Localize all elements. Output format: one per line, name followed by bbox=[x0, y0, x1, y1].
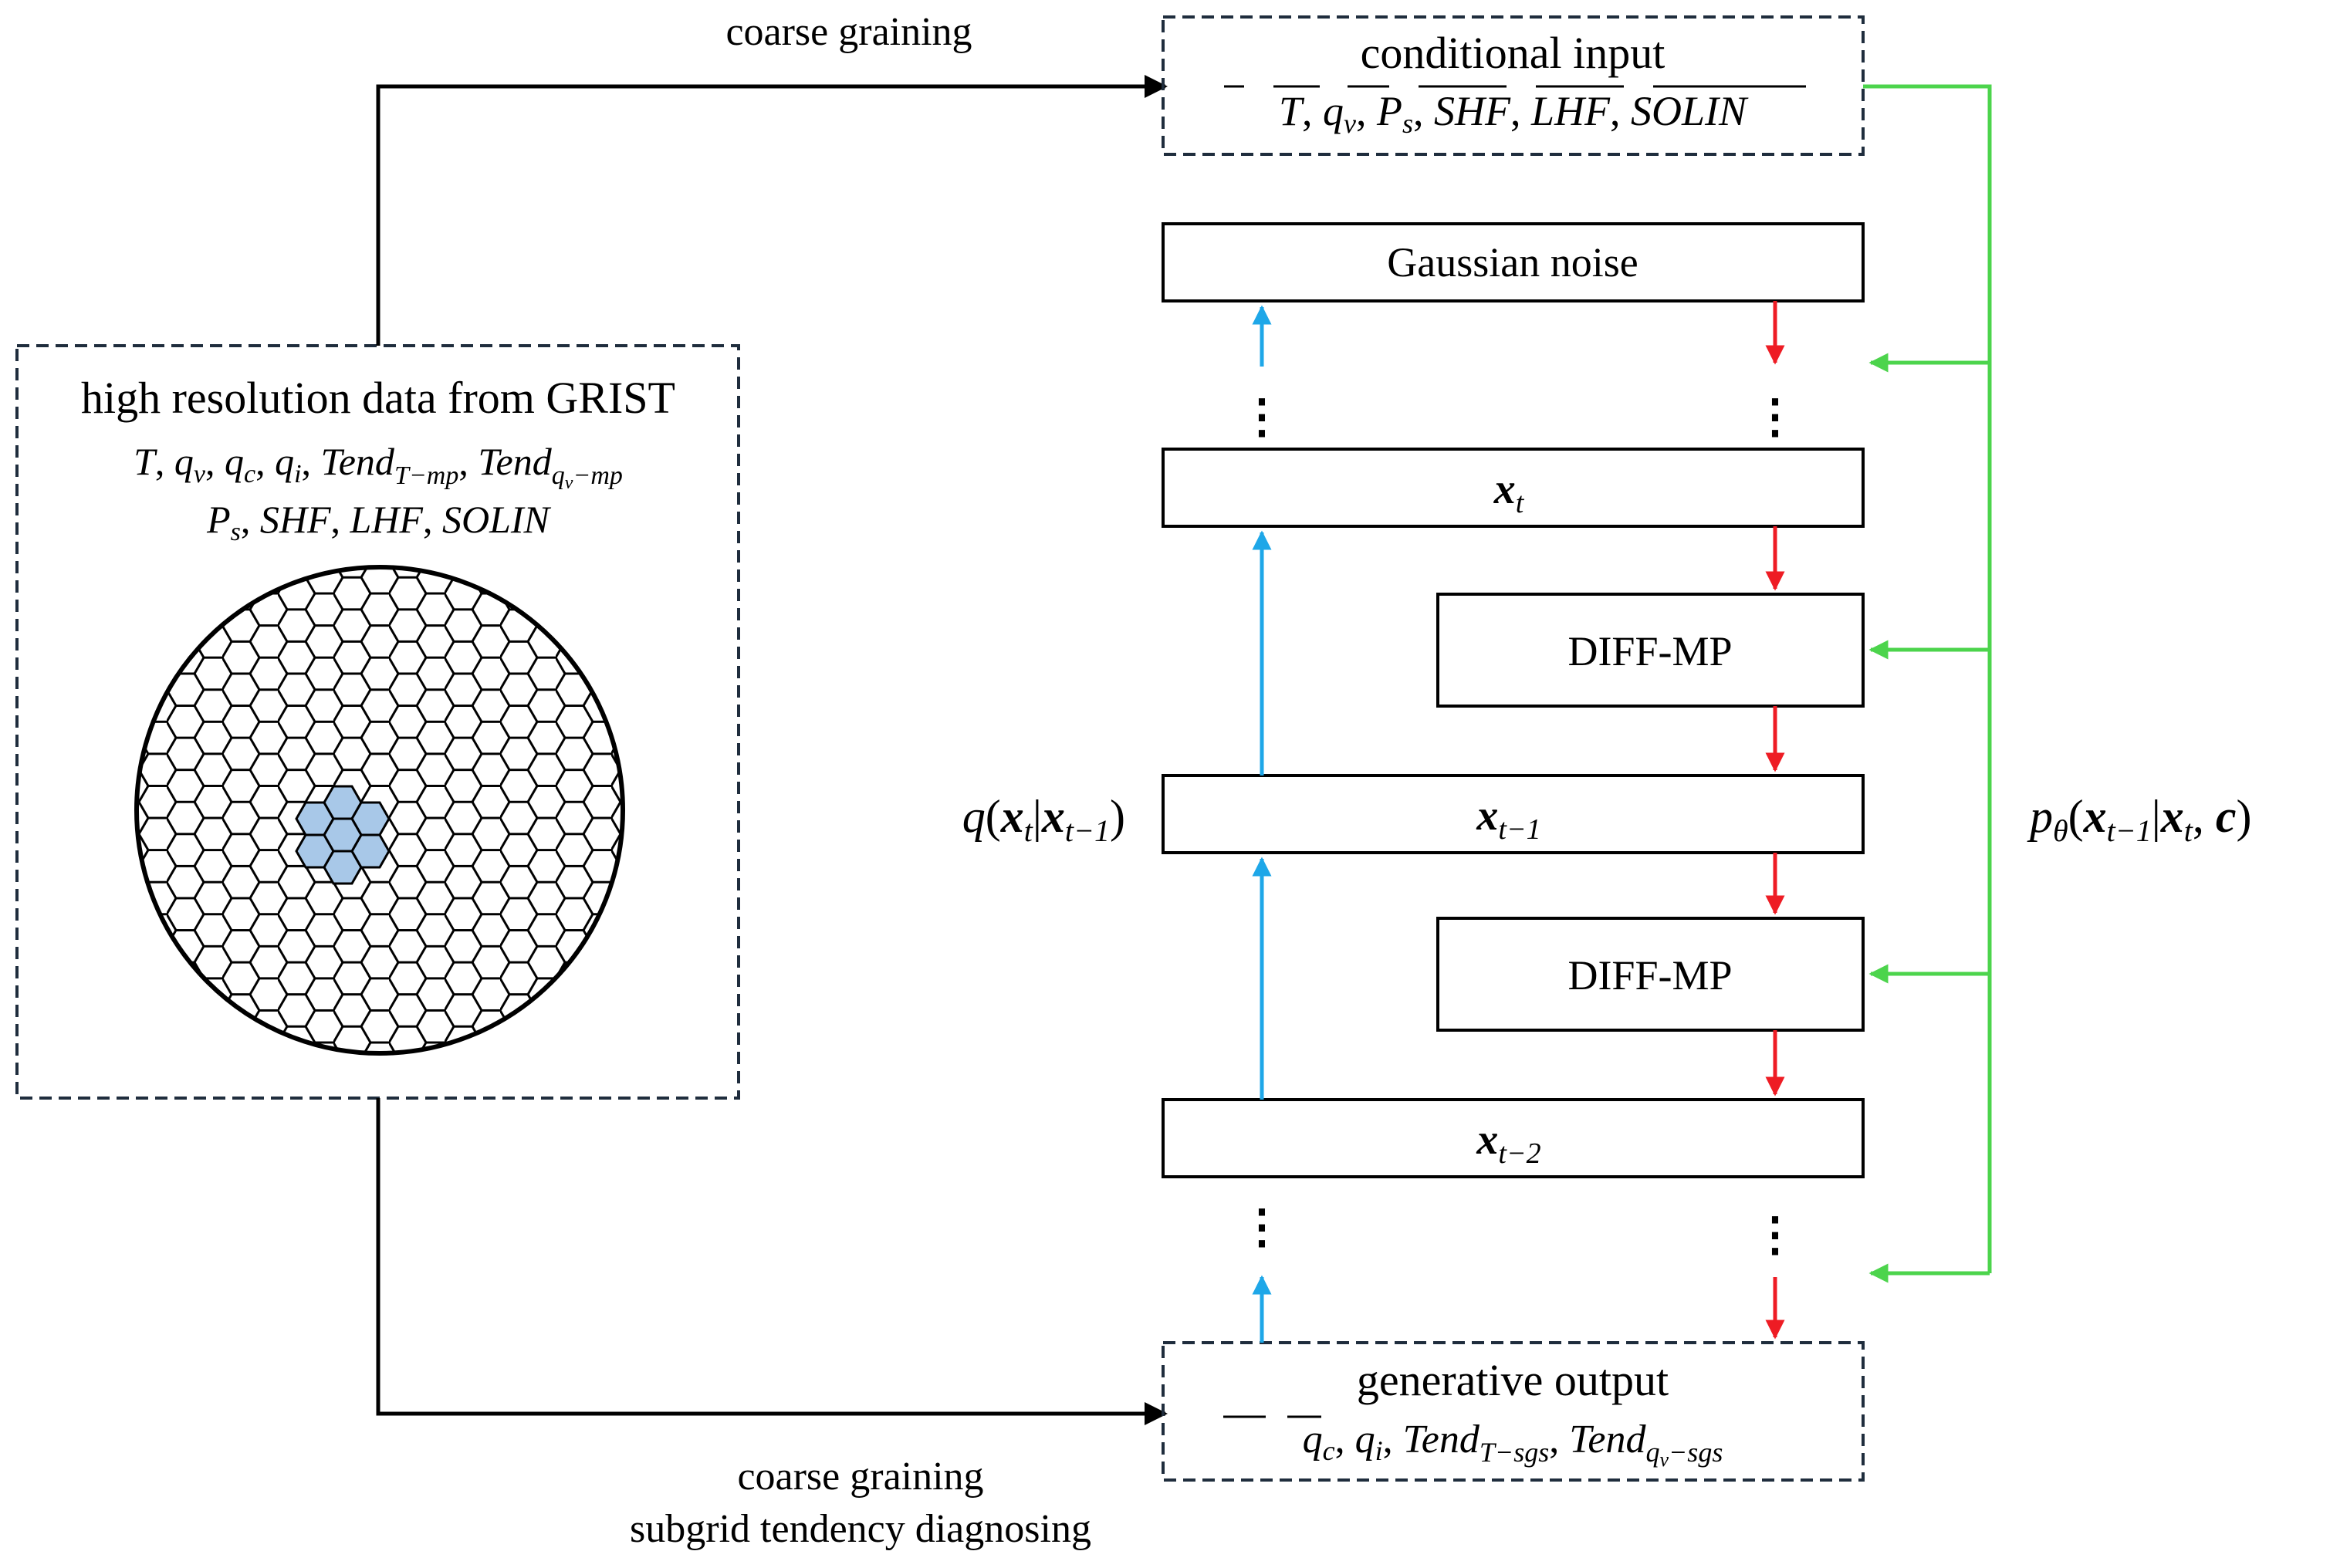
condition-arrows bbox=[1863, 84, 1992, 1283]
x-t-minus-2-label: xt−2 bbox=[1476, 1116, 1540, 1170]
ellipsis-forward-bottom: ⋮ bbox=[1239, 1201, 1285, 1252]
x-t-minus-1-box bbox=[1162, 774, 1865, 854]
x-t-box bbox=[1162, 448, 1865, 528]
high-res-variables-line2: Ps, SHF, LHF, SOLIN bbox=[206, 498, 551, 546]
ellipsis-reverse-bottom: ⋮ bbox=[1752, 1209, 1798, 1260]
generative-output-variables: qc, qi, TendT−sgs, Tendqv−sgs bbox=[1303, 1418, 1723, 1471]
coarse-graining-top-label: coarse graining bbox=[725, 10, 972, 54]
generative-output-title: generative output bbox=[1357, 1355, 1669, 1405]
high-res-variables-line1: T, qv, qc, qi, TendT−mp, Tendqv−mp bbox=[134, 440, 623, 493]
sphere-grid-icon bbox=[134, 565, 625, 1056]
diff-mp-label-2: DIFF-MP bbox=[1567, 952, 1732, 999]
conditional-input-box bbox=[1162, 15, 1865, 156]
gaussian-noise-label: Gaussian noise bbox=[1387, 239, 1638, 286]
coarse-graining-arrow-top bbox=[376, 75, 1168, 346]
diff-mp-box-2 bbox=[1436, 917, 1865, 1032]
diff-mp-box-1 bbox=[1436, 593, 1865, 708]
gaussian-noise-box bbox=[1162, 222, 1865, 302]
generative-output-box bbox=[1162, 1341, 1865, 1482]
ellipsis-reverse-top: ⋮ bbox=[1752, 391, 1798, 442]
coarse-graining-bottom-label: coarse graining bbox=[737, 1455, 983, 1499]
x-t-label: xt bbox=[1493, 465, 1525, 519]
reverse-process-label: pθ(xt−1|xt, c) bbox=[2027, 791, 2252, 848]
high-res-title: high resolution data from GRIST bbox=[81, 373, 675, 423]
conditional-input-title: conditional input bbox=[1361, 28, 1665, 78]
forward-process-label: q(xt|xt−1) bbox=[962, 791, 1125, 848]
subgrid-diagnosing-label: subgrid tendency diagnosing bbox=[630, 1507, 1091, 1551]
diff-mp-label-1: DIFF-MP bbox=[1567, 628, 1732, 674]
highlighted-cells bbox=[295, 785, 391, 885]
ellipsis-forward-top: ⋮ bbox=[1239, 391, 1285, 442]
conditional-input-variables: T, qv, Ps, SHF, LHF, SOLIN bbox=[1279, 88, 1749, 139]
x-t-minus-2-box bbox=[1162, 1098, 1865, 1178]
condition-bus bbox=[1863, 84, 1992, 1273]
coarse-graining-arrow-bottom bbox=[376, 1098, 1168, 1425]
x-t-minus-1-label: xt−1 bbox=[1476, 792, 1540, 846]
